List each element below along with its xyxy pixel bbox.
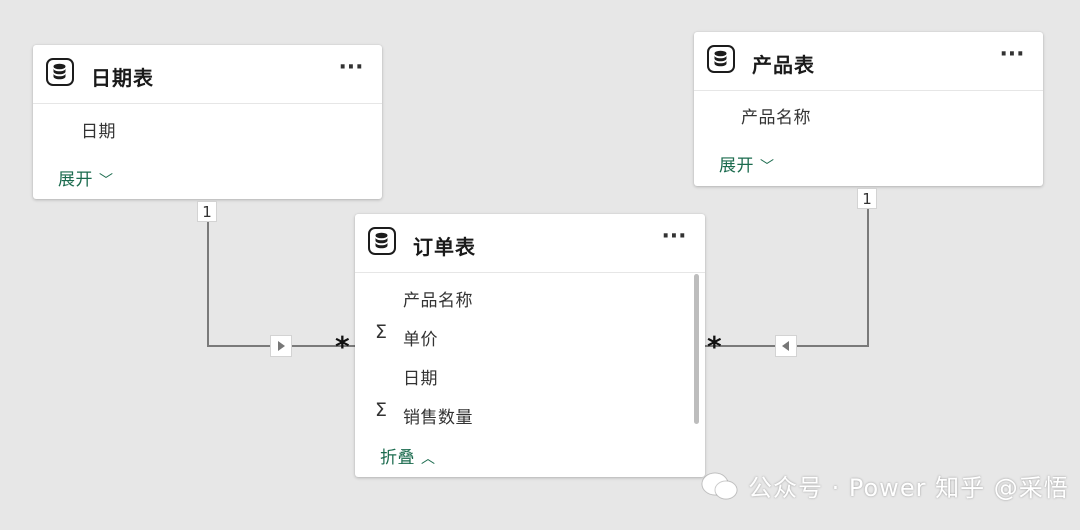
database-icon xyxy=(707,45,735,73)
table-title: 日期表 xyxy=(91,66,154,90)
product-table-card[interactable]: 产品表 ··· 产品名称 展开 ﹀ xyxy=(694,32,1043,186)
more-options-button[interactable]: ··· xyxy=(661,224,687,249)
one-cardinality-badge: 1 xyxy=(197,201,217,222)
many-cardinality-marker: * xyxy=(335,330,350,363)
filter-direction-right-icon xyxy=(270,335,292,357)
many-cardinality-marker: * xyxy=(707,330,722,363)
collapse-label: 折叠 xyxy=(380,448,415,468)
scrollbar[interactable] xyxy=(694,274,699,424)
database-icon xyxy=(46,58,74,86)
order-table-header[interactable]: 订单表 ··· xyxy=(355,214,705,273)
date-table-header[interactable]: 日期表 ··· xyxy=(33,45,382,104)
chevron-down-icon: ﹀ xyxy=(760,159,775,175)
sigma-icon: Σ xyxy=(375,399,388,421)
order-table-card[interactable]: 订单表 ··· 产品名称 Σ 单价 日期 Σ 销售数量 折叠 ︿ xyxy=(355,214,705,477)
more-options-button[interactable]: ··· xyxy=(338,55,364,80)
table-title: 订单表 xyxy=(413,235,476,259)
wechat-logo-icon xyxy=(701,472,738,500)
field-item[interactable]: 日期 xyxy=(81,122,116,142)
expand-button[interactable]: 展开 ﹀ xyxy=(58,165,114,190)
expand-label: 展开 xyxy=(58,170,93,190)
field-item[interactable]: 日期 xyxy=(403,369,438,389)
date-table-card[interactable]: 日期表 ··· 日期 展开 ﹀ xyxy=(33,45,382,199)
field-item[interactable]: 产品名称 xyxy=(741,108,811,128)
field-item[interactable]: 产品名称 xyxy=(403,291,473,311)
relationship-line-product-vertical xyxy=(867,208,869,347)
chevron-down-icon: ﹀ xyxy=(99,173,114,189)
expand-label: 展开 xyxy=(719,156,754,176)
watermark-text: 公众号 · Power 知乎 @采悟 xyxy=(748,474,1069,502)
one-cardinality-badge: 1 xyxy=(857,188,877,209)
chevron-up-icon: ︿ xyxy=(421,451,436,467)
database-icon xyxy=(368,227,396,255)
product-table-header[interactable]: 产品表 ··· xyxy=(694,32,1043,91)
filter-direction-left-icon xyxy=(775,335,797,357)
expand-button[interactable]: 展开 ﹀ xyxy=(719,151,775,176)
field-item[interactable]: 单价 xyxy=(403,330,438,350)
sigma-icon: Σ xyxy=(375,321,388,343)
collapse-button[interactable]: 折叠 ︿ xyxy=(380,443,436,468)
relationship-line-date-vertical xyxy=(207,220,209,347)
more-options-button[interactable]: ··· xyxy=(999,42,1025,67)
field-item[interactable]: 销售数量 xyxy=(403,408,473,428)
table-title: 产品表 xyxy=(752,53,815,77)
